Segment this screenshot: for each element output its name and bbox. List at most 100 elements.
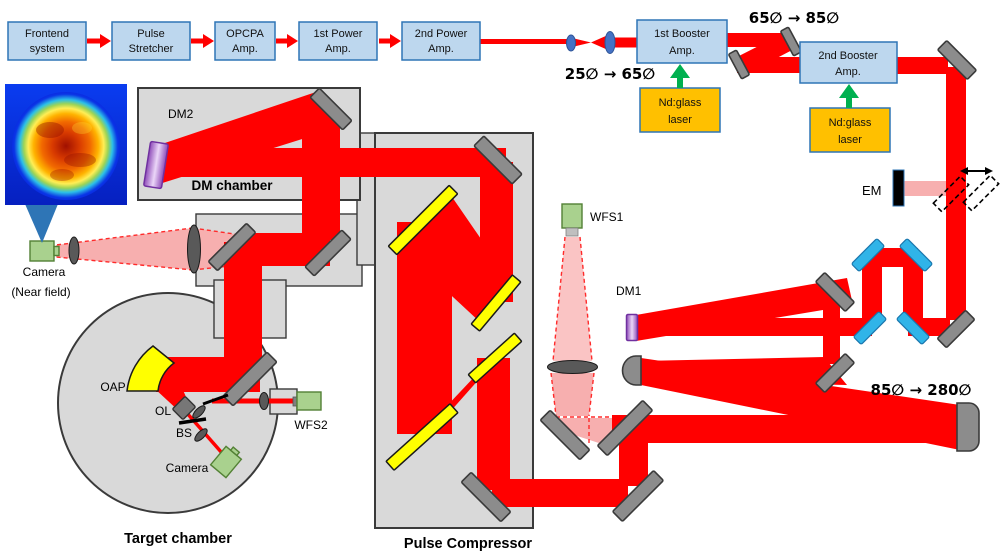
label-nearfield: (Near field) [11,285,70,299]
profile-speckle [50,169,74,181]
fold-mirror-icon [208,223,256,271]
label-dm1: DM1 [616,284,642,298]
telescope-lens-icon [566,34,576,52]
fold-mirror-icon [815,272,855,312]
dm-chamber-mirror-icon [309,87,353,131]
label-wfs1: WFS1 [590,210,624,224]
stretcher-label-1: Pulse [137,28,165,40]
beam-280 [612,415,960,443]
nearfield-leak-cone [56,228,193,270]
opcpa-label-2: Amp. [232,43,258,55]
nd1-label-2: laser [668,114,692,126]
compressor-bottom-mirror-icon [461,472,511,522]
beam-right-downlink [946,67,966,320]
flow-arrow-icon [191,34,214,48]
wfs1-connector [565,227,579,237]
relay-lens-icon [192,405,206,419]
booster1-box [636,19,728,64]
wfs1-upper-cone [553,237,592,361]
fold-mirror-icon [780,26,802,57]
power2-label-1: 2nd Power [415,28,468,40]
energy-meter-icon [892,169,905,207]
profile-speckle [72,122,92,134]
fold-mirror-icon [612,470,664,522]
label-pulse-compressor: Pulse Compressor [404,536,532,552]
optics [68,26,980,522]
grating-icon [470,274,522,332]
pump-arrow-icon [670,64,690,88]
corner-mirror-icon [937,40,977,80]
wfs2-lens-icon [259,392,269,410]
booster2-box [799,41,898,84]
dichroic-mirror-icon [896,311,930,345]
wfs1-sensor-icon [561,203,583,229]
oap-mirror-icon [126,345,176,392]
stretcher-box [111,21,191,61]
fold-mirror-icon [937,310,975,348]
beam-profile-blob [12,92,120,200]
power2-box [401,21,481,61]
label-dm-chamber: DM chamber [191,178,273,193]
annotation-85-280: 85∅ → 280∅ [871,381,972,399]
dm1-deformable-mirror-icon [625,313,639,342]
label-oap: OAP [100,380,125,394]
grating-icon [385,403,459,471]
beamsplitter-icon [178,417,207,425]
slide-arrow-icon [960,167,993,175]
dichroic-mirror-icon [851,238,885,272]
nd-glass-laser1-box [639,87,721,133]
label-em: EM [862,183,882,198]
nd1-label-1: Nd:glass [659,97,702,109]
booster1-label-1: 1st Booster [654,28,710,40]
fold-mirror-icon [597,400,653,456]
telescope-lens-icon [604,31,616,54]
power2-label-2: Amp. [428,43,454,55]
flow-arrow-icon [87,34,111,48]
nd2-label-1: Nd:glass [829,117,872,129]
convex-expander-mirror-icon [621,355,642,386]
focus-camera-nub [229,446,241,457]
beam-compressor-entry [492,479,628,507]
annotation-65-85: 65∅ → 85∅ [749,9,840,27]
grating-icon [467,332,523,384]
pump-arrow-icon [839,84,859,108]
frontend-label-1: Frontend [25,28,69,40]
wfs1-lens-icon [547,360,598,374]
label-camera-target: Camera [166,461,209,475]
frontend-label-2: system [30,43,65,55]
removable-mirror-out-icon [962,174,1000,212]
nearfield-collimating-lens-icon [187,224,201,274]
concave-expander-mirror-icon [956,402,980,452]
label-dm2: DM2 [168,107,194,121]
fold-mirror-icon [304,229,352,277]
pickoff-mirror-icon [202,393,229,406]
fold-mirror-icon [728,49,750,80]
em-pickoff-beam [904,181,946,196]
booster1-label-2: Amp. [669,45,695,57]
power1-label-1: 1st Power [314,28,363,40]
booster2-label-2: Amp. [835,66,861,78]
compressor-top-mirror-icon [473,135,523,185]
label-ol: OL [155,404,171,418]
label-wfs2: WFS2 [294,418,328,432]
flow-arrow-icon [379,34,401,48]
label-bs: BS [176,426,192,440]
nearfield-camera-nub [53,245,60,257]
booster2-label-1: 2nd Booster [818,50,878,62]
label-camera-nearfield: Camera [23,265,66,279]
nearfield-camera-lens-icon [68,236,80,265]
profile-speckle [64,153,96,167]
relay-lens-icon [194,428,208,442]
nearfield-camera-icon [29,240,55,262]
label-target-chamber: Target chamber [124,531,232,547]
nd-glass-laser2-box [809,107,891,153]
wfs2-sensor-icon [296,391,322,411]
dichroic-mirror-icon [853,311,887,345]
nd2-label-2: laser [838,134,862,146]
flow-arrow-icon [276,34,298,48]
frontend-box [7,21,87,61]
power1-label-2: Amp. [325,43,351,55]
nearfield-image-group [5,84,127,243]
grating-icon [388,185,458,255]
annotation-25-65: 25∅ → 65∅ [565,65,656,83]
